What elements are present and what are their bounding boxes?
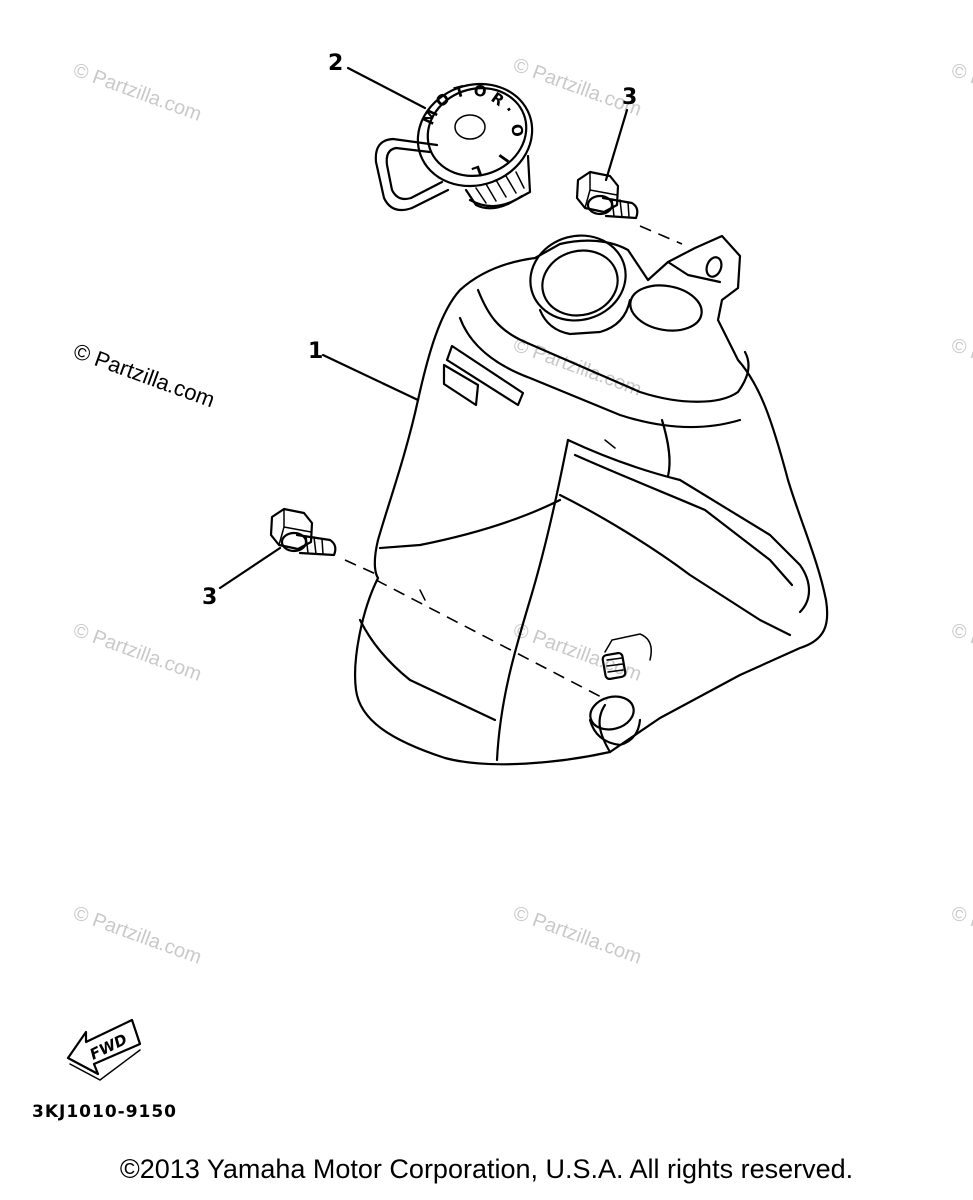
callout-3-upper: 3	[622, 85, 637, 110]
watermark: © Partzilla.com	[948, 902, 973, 969]
copyright-text: ©2013 Yamaha Motor Corporation, U.S.A. A…	[119, 1154, 854, 1184]
watermark: © Partzilla.com	[70, 59, 204, 126]
watermark: © Partzilla.com	[70, 619, 204, 686]
forward-arrow-icon: FWD	[66, 1018, 142, 1081]
watermark: © Partzilla.com	[948, 59, 973, 126]
oil-tank	[354, 234, 829, 766]
oil-cap: M O T O R · O I L	[374, 81, 534, 212]
bolt-upper	[575, 170, 639, 220]
callout-1: 1	[308, 339, 323, 364]
callouts: 2 3 1 3	[202, 51, 637, 610]
cap-letter: O	[507, 123, 527, 139]
watermark: © Partzilla.com	[70, 902, 204, 969]
diagram-code: 3KJ1010-9150	[32, 1102, 178, 1122]
cap-letter: O	[472, 81, 488, 101]
cap-letter: L	[469, 161, 485, 181]
watermark: © Partzilla.com	[948, 619, 973, 686]
cap-letter: M	[419, 107, 442, 128]
watermark: © Partzilla.com	[948, 334, 973, 401]
watermark: © Partzilla.com	[510, 902, 644, 969]
callout-2: 2	[328, 51, 343, 76]
cap-letter: R	[488, 89, 508, 111]
bolt-lower	[269, 507, 337, 557]
callout-3-lower: 3	[202, 585, 217, 610]
watermarks: © Partzilla.com © Partzilla.com © Partzi…	[70, 54, 973, 969]
watermark-dark: © Partzilla.com	[70, 338, 218, 412]
cap-letter: I	[495, 151, 513, 166]
cap-letter: ·	[500, 102, 518, 117]
